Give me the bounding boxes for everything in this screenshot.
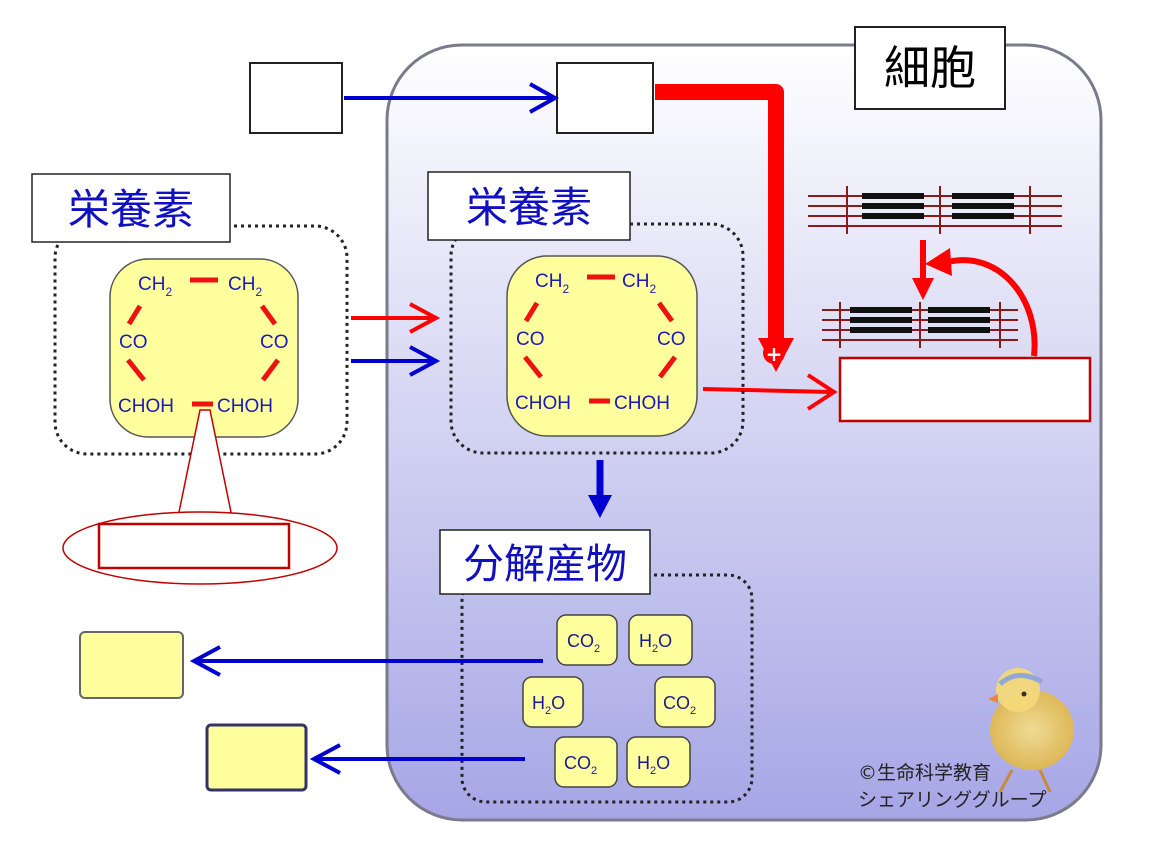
entry-arrows [351,302,441,377]
red-arrow-contract [912,240,934,300]
product-chip: CO2 [556,614,618,666]
plus-sign: + [766,342,783,366]
product-chip: CO2 [554,736,618,788]
nutrient-label-outside-box: 栄養素 [31,173,231,243]
blue-arrow-exit-2 [309,743,525,775]
co-right: CO [657,329,686,350]
svg-text:H2O: H2O [532,693,565,717]
products-label: 分解産物 [463,540,627,588]
ch2-left: CH2 [535,271,569,296]
choh-left: CHOH [118,396,174,417]
choh-right: CHOH [614,393,670,414]
red-arrow-relax [925,248,1038,357]
ch2-right: CH2 [622,271,656,296]
svg-text:CO2: CO2 [663,693,696,717]
blank-box-exit-1[interactable] [79,631,184,699]
cell-title-box: 細胞 [854,26,1006,110]
choh-right: CHOH [217,396,273,417]
nutrient-label-inside-box: 栄養素 [427,171,631,241]
blue-arrow-top [344,82,560,114]
blank-box-bond[interactable] [97,522,291,570]
product-chip: H2O [522,676,584,728]
ch2-right: CH2 [228,274,262,299]
red-thick-arrow: + [655,84,794,372]
nutrient-label-inside: 栄養素 [466,183,592,232]
co-left: CO [516,329,545,350]
blank-box-inside-top[interactable] [556,62,654,134]
svg-text:H2O: H2O [637,753,670,777]
blank-box-outside-top[interactable] [249,62,343,134]
product-chip: CO2 [654,676,716,728]
product-chip: H2O [628,614,693,666]
bond-callout [62,409,338,585]
svg-text:H2O: H2O [639,631,672,655]
co-right: CO [260,332,289,353]
chick-mascot-icon [988,668,1074,793]
red-arrow-to-muscle [702,373,838,411]
credit-line-1: ©生命科学教育 [858,762,991,784]
svg-text:CO2: CO2 [564,753,597,777]
muscle-fiber-relaxed [808,186,1062,234]
blue-arrow-down [588,460,612,518]
credit-line-2: シェアリンググループ [858,789,1046,811]
muscle-fiber-contracted [822,302,1018,348]
molecule-inside: CH2 CH2 CO CO CHOH CHOH [506,255,698,437]
nutrient-label-outside: 栄養素 [68,185,194,234]
co-left: CO [119,332,148,353]
cell-membrane [385,43,1103,822]
molecule-outside: CH2 CH2 CO CO CHOH CHOH [109,258,299,438]
ch2-left: CH2 [138,274,172,299]
product-chip: H2O [626,736,691,788]
blank-box-exit-2[interactable] [205,723,308,792]
products-label-box: 分解産物 [439,529,651,595]
svg-text:CO2: CO2 [567,631,600,655]
choh-left: CHOH [515,393,571,414]
blue-arrow-exit-1 [189,645,543,677]
blank-box-right[interactable] [838,356,1092,423]
cell-title: 細胞 [884,41,976,95]
